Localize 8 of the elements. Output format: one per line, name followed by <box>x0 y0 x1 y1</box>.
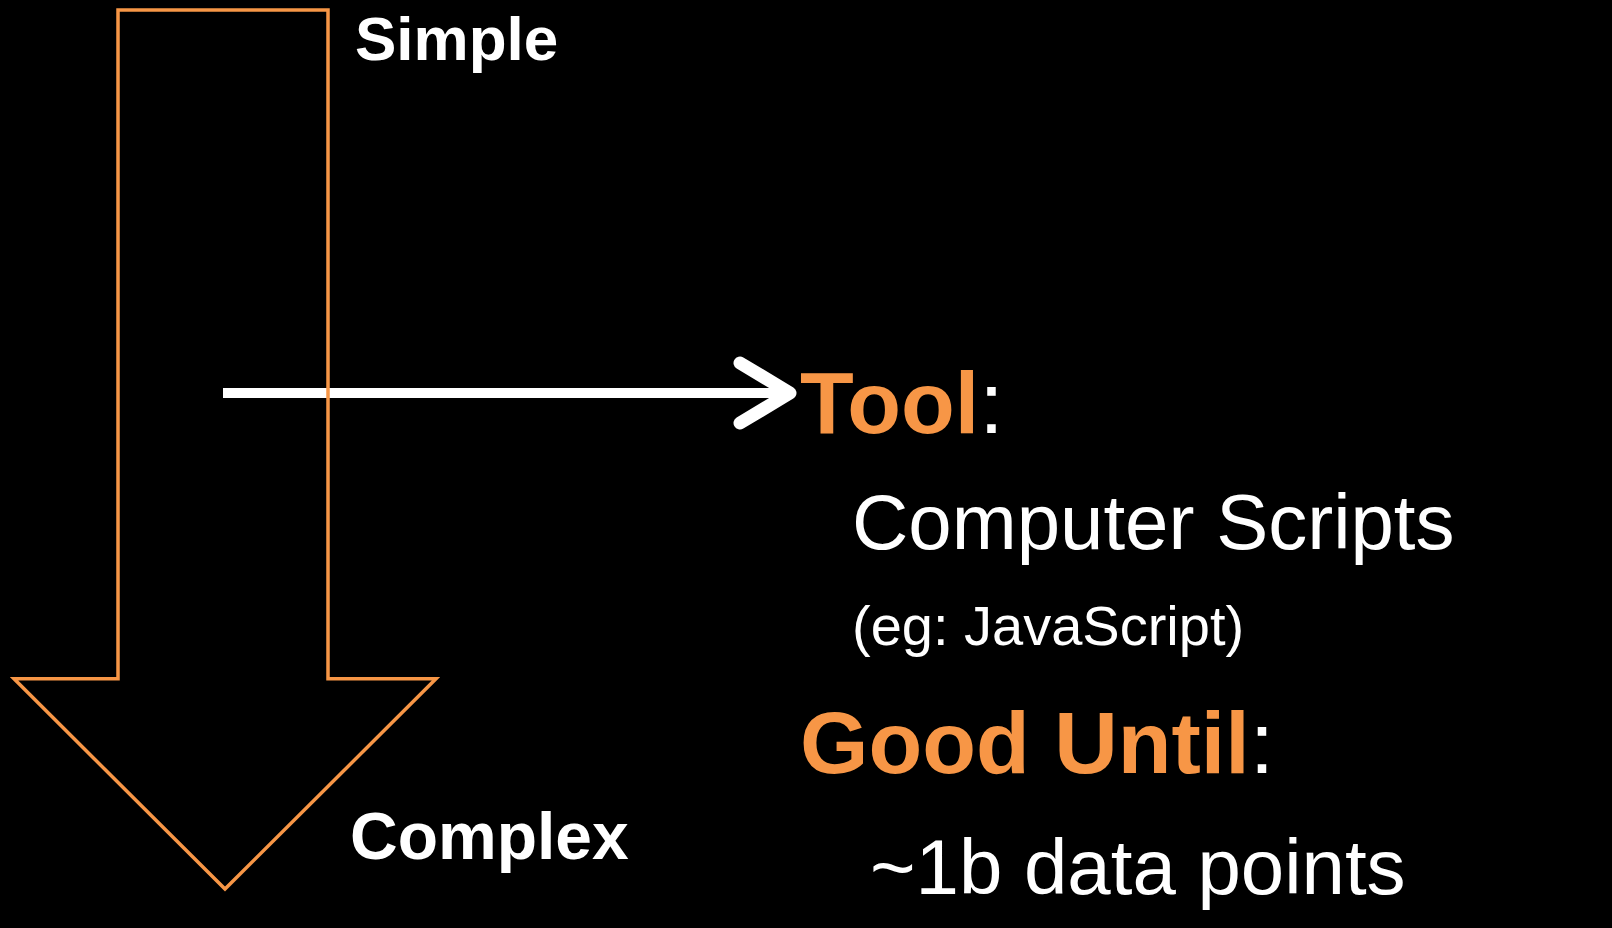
tool-heading: Tool: <box>800 355 1004 452</box>
arrow <box>223 356 797 430</box>
tool-text: Computer Scripts <box>852 480 1455 566</box>
limit-text: ~1b data points <box>870 825 1406 911</box>
example-text: (eg: JavaScript) <box>852 595 1245 657</box>
limit-heading: Good Until: <box>800 695 1275 792</box>
axis-label: Complex <box>350 800 629 873</box>
axis-label: Simple <box>355 5 559 74</box>
